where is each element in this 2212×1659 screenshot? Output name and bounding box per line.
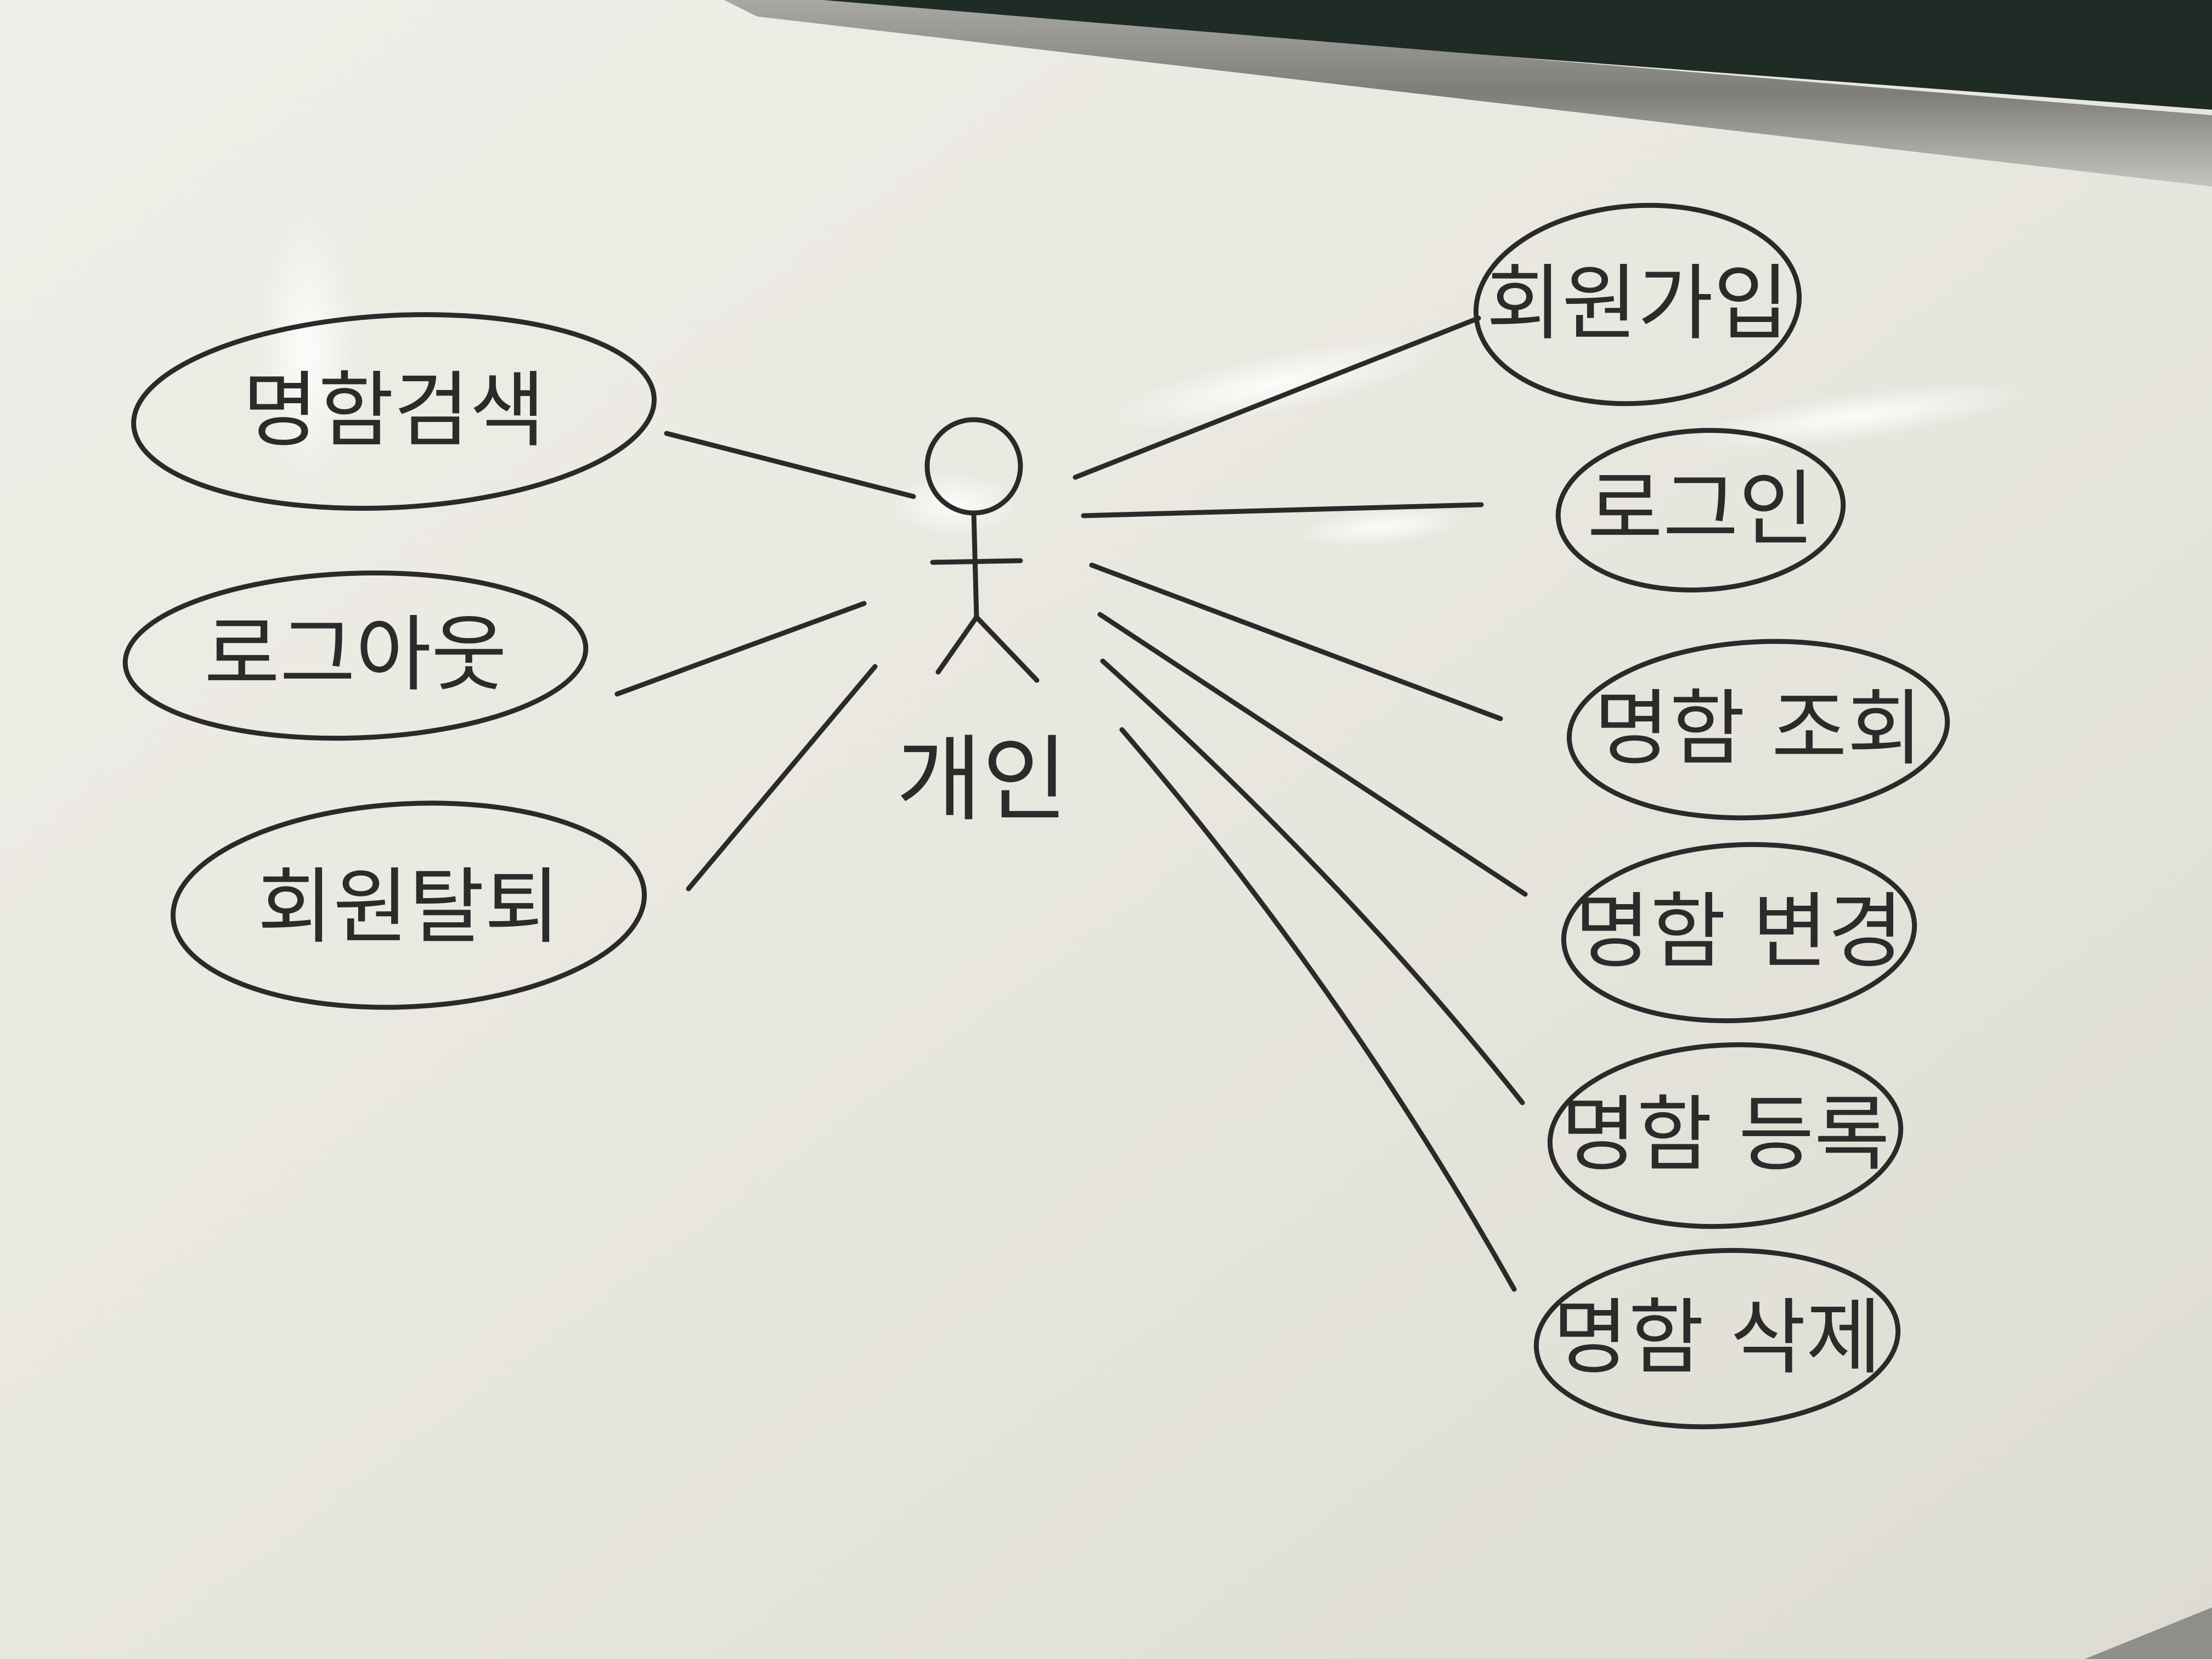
top-frame: [724, 0, 2212, 187]
line-signup: [1073, 315, 1481, 480]
use-case-label: 명함 조회: [1594, 681, 1923, 777]
use-case-login: 로그인: [1555, 428, 1846, 592]
use-case-card-register: 명함 등록: [1547, 1042, 1904, 1229]
line-withdraw: [686, 664, 878, 891]
line-card-edit: [1097, 612, 1528, 897]
use-case-card-search: 명함검색: [131, 312, 657, 511]
line-card-search: [664, 431, 916, 499]
use-case-card-delete: 명함 삭제: [1533, 1248, 1901, 1430]
bottom-frame: [2085, 1607, 2212, 1659]
line-card-delete: [1119, 727, 1517, 1292]
actor-label: 개인: [896, 726, 1068, 834]
actor-stick-figure: [924, 417, 1040, 683]
use-case-signup: 회원가입: [1473, 202, 1802, 407]
use-case-label: 명함 삭제: [1553, 1290, 1882, 1386]
association-lines: [614, 315, 1528, 1292]
actor-body: [971, 510, 979, 620]
line-card-register: [1100, 658, 1525, 1105]
actor-right-leg: [974, 614, 1040, 683]
line-card-view: [1089, 562, 1503, 721]
line-login: [1081, 502, 1484, 518]
use-case-logout: 로그아웃: [122, 570, 589, 741]
actor-arms: [930, 558, 1023, 565]
use-case-label: 로그아웃: [204, 607, 507, 703]
line-logout: [614, 601, 867, 697]
use-case-label: 명함 등록: [1561, 1087, 1890, 1183]
use-case-withdraw: 회원탈퇴: [170, 800, 647, 1010]
use-case-card-view: 명함 조회: [1566, 639, 1950, 821]
use-case-label: 명함검색: [242, 363, 545, 459]
use-case-label: 회원가입: [1486, 256, 1789, 352]
use-case-label: 명함 변경: [1575, 884, 1904, 980]
use-case-card-edit: 명함 변경: [1561, 842, 1917, 1024]
use-case-label: 회원탈퇴: [257, 860, 560, 955]
actor-left-leg: [935, 614, 979, 675]
use-case-label: 로그인: [1587, 462, 1814, 557]
